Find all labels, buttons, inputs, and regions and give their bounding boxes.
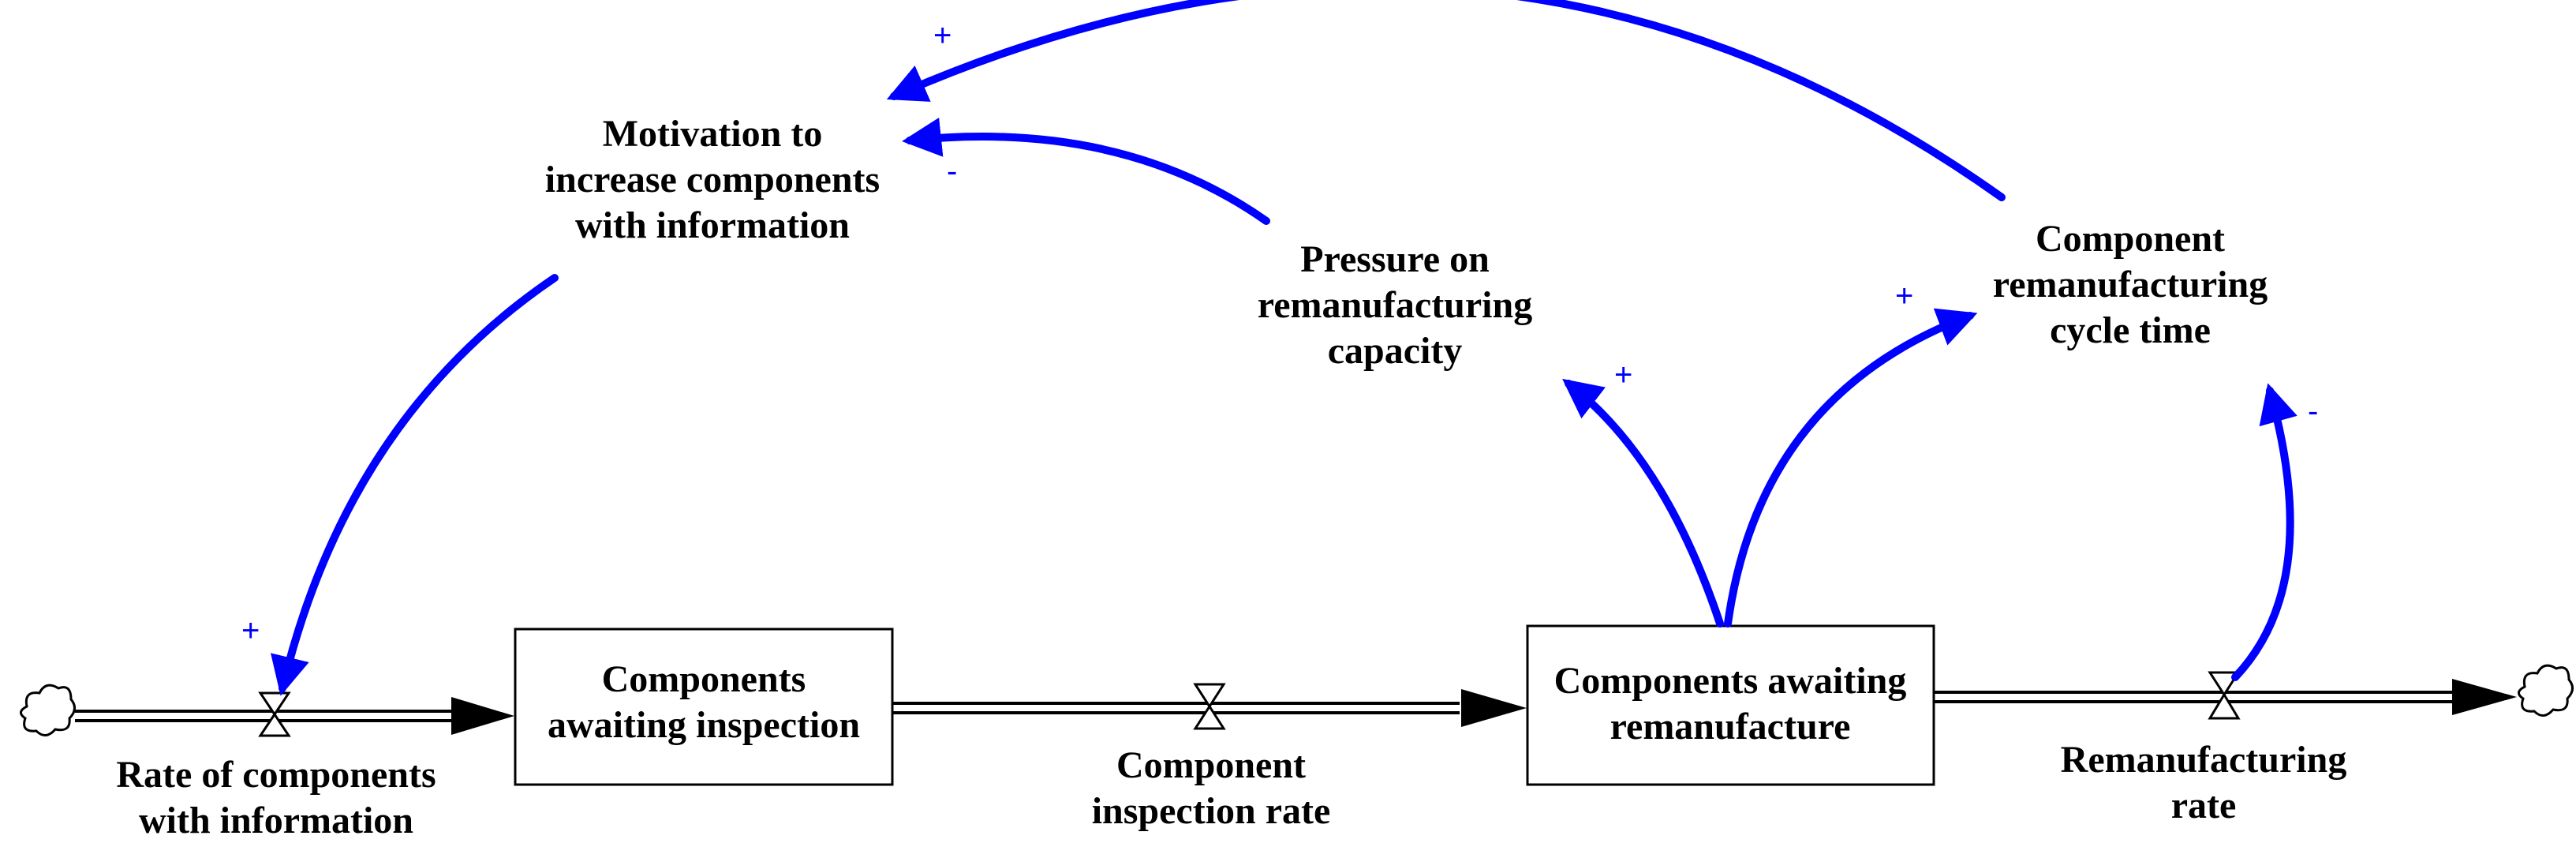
stock-components-awaiting-inspection[interactable]: Components awaiting inspection xyxy=(514,628,894,786)
flow-label-line-2: with information xyxy=(139,800,413,841)
flow-pipe-rate-info xyxy=(75,697,514,735)
stock-label-line-1: Components xyxy=(602,658,806,700)
variable-label-line-3: cycle time xyxy=(2050,309,2211,351)
variable-motivation[interactable]: Motivation to increase components with i… xyxy=(545,113,880,246)
flow-label-line-1: Remanufacturing xyxy=(2061,739,2347,781)
flow-label-rate-info[interactable]: Rate of components with information xyxy=(116,754,436,841)
flow-pipe-reman-rate xyxy=(1935,679,2517,715)
polarity-rate-to-cycle: - xyxy=(2308,394,2318,429)
polarity-pressure-to-motivation: - xyxy=(947,154,957,189)
flow-arrowhead xyxy=(1461,689,1527,727)
variable-pressure[interactable]: Pressure on remanufacturing capacity xyxy=(1258,238,1532,372)
flow-label-reman-rate[interactable]: Remanufacturing rate xyxy=(2061,739,2347,826)
valve-inspection-rate-icon[interactable] xyxy=(1193,683,1226,730)
flow-label-line-2: rate xyxy=(2171,785,2237,826)
stock-label-line-2: remanufacture xyxy=(1610,706,1851,747)
flow-pipe-inspection-rate xyxy=(893,689,1527,727)
variable-label-line-1: Component xyxy=(2036,218,2225,260)
flow-label-line-2: inspection rate xyxy=(1092,790,1331,832)
variable-label-line-3: with information xyxy=(575,204,850,246)
link-stock-to-pressure[interactable] xyxy=(1562,378,1724,628)
link-motivation-to-rate[interactable] xyxy=(271,274,559,696)
stock-box xyxy=(514,628,894,786)
variable-label-line-1: Pressure on xyxy=(1300,238,1490,280)
stock-label-line-1: Components awaiting xyxy=(1554,660,1907,702)
polarity-stock-to-pressure: + xyxy=(1614,358,1632,392)
stock-components-awaiting-remanufacture[interactable]: Components awaiting remanufacture xyxy=(1526,624,1935,786)
flow-label-inspection-rate[interactable]: Component inspection rate xyxy=(1092,744,1331,832)
flow-arrowhead xyxy=(2452,679,2517,715)
valve-reman-rate-icon[interactable] xyxy=(2208,671,2241,720)
link-stock-to-cycle[interactable] xyxy=(1724,308,1978,628)
flow-label-line-1: Rate of components xyxy=(116,754,436,796)
stock-label-line-2: awaiting inspection xyxy=(548,704,860,746)
link-cycle-to-motivation[interactable] xyxy=(886,0,2006,201)
sink-cloud-icon xyxy=(2518,664,2574,717)
link-pressure-to-motivation[interactable] xyxy=(902,117,1270,225)
polarity-stock-to-cycle: + xyxy=(1895,279,1913,313)
polarity-cycle-to-motivation: + xyxy=(933,18,952,53)
variable-label-line-1: Motivation to xyxy=(603,113,823,155)
flow-label-line-1: Component xyxy=(1116,744,1306,786)
variable-label-line-2: remanufacturing xyxy=(1258,284,1532,326)
flow-arrowhead xyxy=(451,697,514,735)
polarity-motivation-to-rate: + xyxy=(241,613,260,648)
variable-label-line-3: capacity xyxy=(1328,330,1463,372)
source-cloud-icon xyxy=(20,684,76,736)
variable-cycle-time[interactable]: Component remanufacturing cycle time xyxy=(1993,218,2268,351)
link-rate-to-cycle[interactable] xyxy=(2231,383,2297,681)
variable-label-line-2: increase components xyxy=(545,159,880,200)
variable-label-line-2: remanufacturing xyxy=(1993,264,2268,305)
stock-box xyxy=(1526,624,1935,786)
